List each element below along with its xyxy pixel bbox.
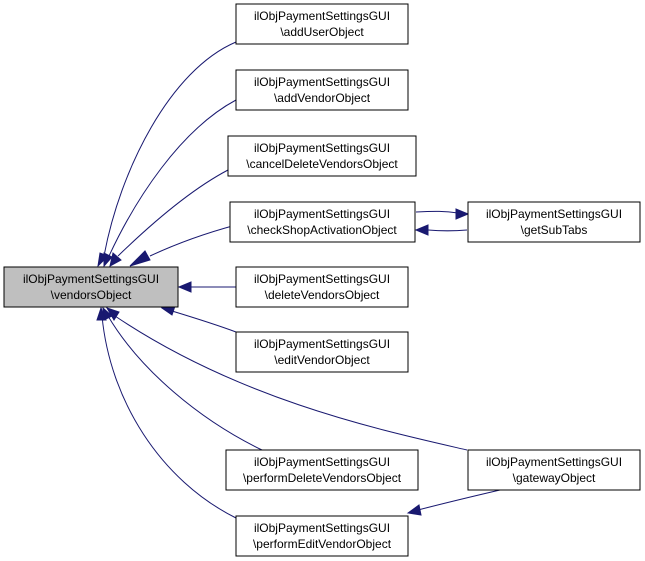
node-gatewayObject-line1: ilObjPaymentSettingsGUI — [486, 455, 622, 469]
node-addVendorObject-line1: ilObjPaymentSettingsGUI — [254, 75, 390, 89]
node-cancelDeleteVendorsObject-line2: \cancelDeleteVendorsObject — [246, 157, 398, 171]
arrowhead-checkShop-back — [414, 224, 429, 236]
arrowhead-performEdit — [96, 306, 107, 321]
edge-editVendor-to-vendors — [171, 310, 237, 333]
node-vendorsObject-line2: \vendorsObject — [51, 288, 132, 302]
node-editVendorObject-line1: ilObjPaymentSettingsGUI — [254, 337, 390, 351]
node-performDeleteVendorsObject-line2: \performDeleteVendorsObject — [243, 471, 402, 485]
node-gatewayObject-line2: \gatewayObject — [513, 471, 596, 485]
node-deleteVendorsObject-line1: ilObjPaymentSettingsGUI — [254, 272, 390, 286]
edge-cancelDelete-to-vendors — [117, 169, 229, 257]
node-performEditVendorObject-line2: \performEditVendorObject — [253, 537, 392, 551]
edge-getSubTabs-to-checkShop — [427, 229, 468, 232]
node-gatewayObject[interactable]: ilObjPaymentSettingsGUI \gatewayObject — [467, 449, 641, 491]
edges — [96, 41, 501, 519]
node-addUserObject-line1: ilObjPaymentSettingsGUI — [254, 9, 390, 23]
node-performDeleteVendorsObject-line1: ilObjPaymentSettingsGUI — [254, 455, 390, 469]
arrowhead-addVendor — [103, 252, 113, 268]
edge-performEdit-to-vendors — [101, 315, 237, 519]
node-vendorsObject[interactable]: ilObjPaymentSettingsGUI \vendorsObject — [3, 266, 179, 308]
node-getSubTabs[interactable]: ilObjPaymentSettingsGUI \getSubTabs — [467, 201, 641, 243]
arrowhead-getSubTabs — [455, 208, 470, 220]
node-checkShopActivationObject-line1: ilObjPaymentSettingsGUI — [254, 207, 390, 221]
node-checkShopActivationObject[interactable]: ilObjPaymentSettingsGUI \checkShopActiva… — [229, 201, 416, 243]
node-editVendorObject[interactable]: ilObjPaymentSettingsGUI \editVendorObjec… — [235, 331, 409, 373]
edge-gateway-to-vendors — [114, 315, 468, 451]
node-checkShopActivationObject-line2: \checkShopActivationObject — [247, 223, 397, 237]
edge-checkShop-to-vendors — [149, 224, 237, 257]
node-cancelDeleteVendorsObject-line1: ilObjPaymentSettingsGUI — [254, 141, 390, 155]
node-deleteVendorsObject-line2: \deleteVendorsObject — [265, 288, 380, 302]
node-performEditVendorObject-line1: ilObjPaymentSettingsGUI — [254, 521, 390, 535]
node-cancelDeleteVendorsObject[interactable]: ilObjPaymentSettingsGUI \cancelDeleteVen… — [227, 135, 417, 177]
node-addUserObject[interactable]: ilObjPaymentSettingsGUI \addUserObject — [235, 3, 409, 45]
node-performDeleteVendorsObject[interactable]: ilObjPaymentSettingsGUI \performDeleteVe… — [225, 449, 419, 491]
arrowhead-cancelDelete — [109, 252, 122, 267]
edge-addVendor-to-vendors — [108, 99, 237, 257]
node-addVendorObject-line2: \addVendorObject — [274, 91, 371, 105]
edge-performDelete-to-vendors — [107, 315, 263, 451]
node-addUserObject-line2: \addUserObject — [280, 25, 364, 39]
arrowhead-deleteVendors — [177, 281, 192, 293]
node-performEditVendorObject[interactable]: ilObjPaymentSettingsGUI \performEditVend… — [235, 515, 409, 557]
node-deleteVendorsObject[interactable]: ilObjPaymentSettingsGUI \deleteVendorsOb… — [235, 266, 409, 308]
arrowhead-checkShop — [129, 250, 151, 267]
node-getSubTabs-line2: \getSubTabs — [521, 223, 588, 237]
node-editVendorObject-line2: \editVendorObject — [274, 353, 370, 367]
edge-addUser-to-vendors — [103, 41, 237, 257]
edge-checkShop-to-getSubTabs — [415, 210, 459, 214]
edge-gateway-to-performEdit — [417, 489, 501, 511]
node-addVendorObject[interactable]: ilObjPaymentSettingsGUI \addVendorObject — [235, 69, 409, 111]
node-vendorsObject-line1: ilObjPaymentSettingsGUI — [23, 272, 159, 286]
node-getSubTabs-line1: ilObjPaymentSettingsGUI — [486, 207, 622, 221]
arrowhead-performEdit-from-gateway — [406, 504, 422, 516]
